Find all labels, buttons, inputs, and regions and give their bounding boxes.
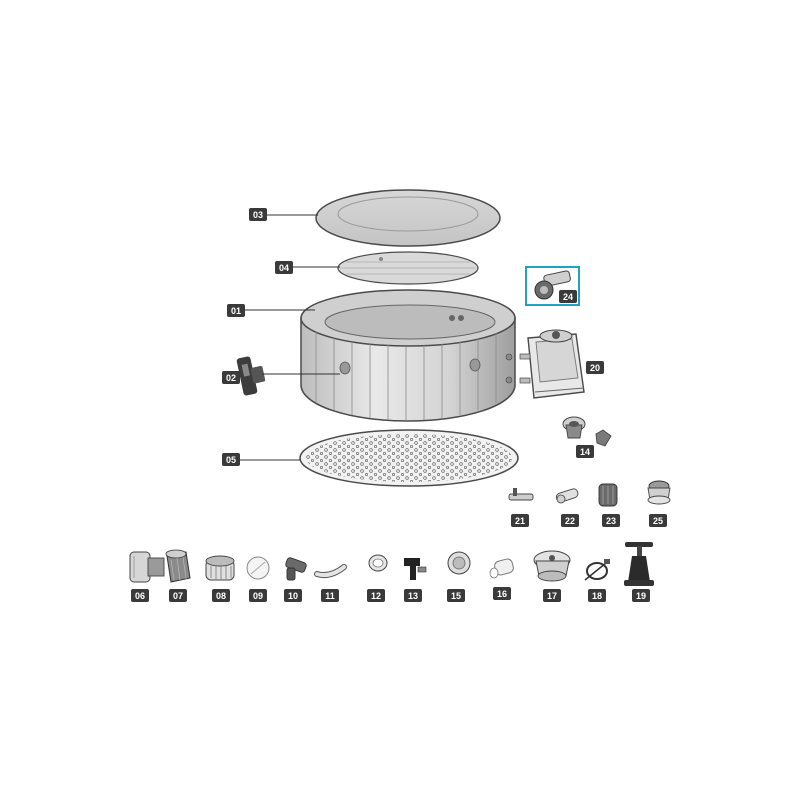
svg-text:06: 06 [135, 591, 145, 601]
label-13: 13 [404, 589, 422, 602]
label-07: 07 [169, 589, 187, 602]
svg-text:19: 19 [636, 591, 646, 601]
svg-text:03: 03 [253, 210, 263, 220]
cover-buckle-part [236, 356, 266, 396]
jet-cover-part-15 [447, 551, 471, 575]
svg-text:09: 09 [253, 591, 263, 601]
label-15: 15 [447, 589, 465, 602]
svg-text:15: 15 [451, 591, 461, 601]
svg-text:11: 11 [325, 591, 335, 601]
label-09: 09 [249, 589, 267, 602]
label-08: 08 [212, 589, 230, 602]
svg-text:13: 13 [408, 591, 418, 601]
svg-text:12: 12 [371, 591, 381, 601]
svg-text:01: 01 [231, 306, 241, 316]
ring-nut-part-12 [368, 554, 388, 572]
label-11: 11 [321, 589, 339, 602]
label-12: 12 [367, 589, 385, 602]
label-16: 16 [493, 587, 511, 600]
svg-text:24: 24 [563, 292, 573, 302]
filter-cartridge-part-07 [165, 549, 191, 583]
valve-connector-part-13 [404, 558, 427, 580]
air-valve-part-25 [647, 480, 671, 505]
svg-text:22: 22 [565, 516, 575, 526]
wrench-part-11 [314, 564, 347, 579]
svg-text:07: 07 [173, 591, 183, 601]
svg-text:21: 21 [515, 516, 525, 526]
filter-housing-part-06 [129, 551, 165, 583]
svg-text:05: 05 [226, 455, 236, 465]
label-23: 23 [602, 514, 620, 527]
label-25: 25 [649, 514, 667, 527]
svg-text:16: 16 [497, 589, 507, 599]
valve-cap-part-23 [598, 483, 618, 507]
plug-part-10 [285, 557, 307, 581]
svg-text:17: 17 [547, 591, 557, 601]
svg-text:10: 10 [288, 591, 298, 601]
cover-part [315, 189, 501, 247]
adapter-part-22 [555, 488, 579, 504]
inflation-hose-part-18 [584, 559, 610, 581]
svg-text:08: 08 [216, 591, 226, 601]
svg-text:04: 04 [279, 263, 289, 273]
label-20: 20 [586, 361, 604, 374]
label-19: 19 [632, 589, 650, 602]
label-06: 06 [131, 589, 149, 602]
svg-text:14: 14 [580, 447, 590, 457]
hose-clamp-part-21 [508, 488, 534, 501]
ground-cloth-part [299, 429, 519, 487]
strainer-connector-part [562, 416, 612, 447]
svg-text:25: 25 [653, 516, 663, 526]
hose-adapter-part-16 [489, 558, 514, 579]
svg-text:02: 02 [226, 373, 236, 383]
spa-tub-part [300, 289, 516, 422]
filter-lid-part-09 [246, 556, 270, 580]
label-17: 17 [543, 589, 561, 602]
label-05: 05 [222, 453, 240, 466]
label-01: 01 [227, 304, 245, 317]
ground-mat-part [337, 251, 479, 285]
svg-text:18: 18 [592, 591, 602, 601]
label-24: 24 [559, 290, 577, 303]
label-02: 02 [222, 371, 240, 384]
filter-part-08 [205, 555, 235, 581]
svg-text:23: 23 [606, 516, 616, 526]
label-22: 22 [561, 514, 579, 527]
hand-pump-part-19 [624, 542, 654, 586]
label-21: 21 [511, 514, 529, 527]
label-18: 18 [588, 589, 606, 602]
pump-control-unit-part [519, 329, 585, 399]
svg-text:20: 20 [590, 363, 600, 373]
label-03: 03 [249, 208, 267, 221]
electric-air-pump-part-17 [533, 550, 571, 582]
label-04: 04 [275, 261, 293, 274]
label-10: 10 [284, 589, 302, 602]
label-14: 14 [576, 445, 594, 458]
